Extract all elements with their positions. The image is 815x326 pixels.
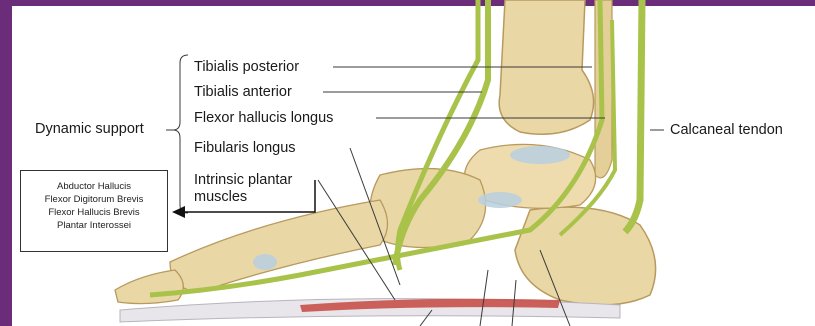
dynamic-support-label: Dynamic support [35,121,144,138]
calcaneal-tendon [625,0,642,232]
muscle-list-item: Abductor Hallucis [21,180,167,193]
flexor-hallucis-longus-label: Flexor hallucis longus [194,110,333,127]
phalanges [115,270,183,304]
muscle-list-item: Flexor Hallucis Brevis [21,206,167,219]
cartilage-midfoot [478,192,522,208]
leader-sole-2 [480,270,488,326]
intrinsic-plantar-label-line1: Intrinsic plantar [194,172,292,189]
cartilage-mtp [253,254,277,270]
tarsal-bones [370,169,486,248]
fibularis-longus-label: Fibularis longus [194,140,296,157]
intrinsic-arrow-head [172,206,185,218]
muscle-list-item: Flexor Digitorum Brevis [21,193,167,206]
tibialis-posterior-label: Tibialis posterior [194,59,299,76]
tibialis-anterior-label: Tibialis anterior [194,84,292,101]
cartilage-talus [510,146,570,164]
intrinsic-plantar-label-line2: muscles [194,189,247,206]
calcaneal-tendon-label: Calcaneal tendon [670,122,783,139]
muscle-list-item: Plantar Interossei [21,219,167,232]
dynamic-support-bracket [173,55,188,213]
intrinsic-muscles-box: Abductor Hallucis Flexor Digitorum Brevi… [20,170,168,252]
